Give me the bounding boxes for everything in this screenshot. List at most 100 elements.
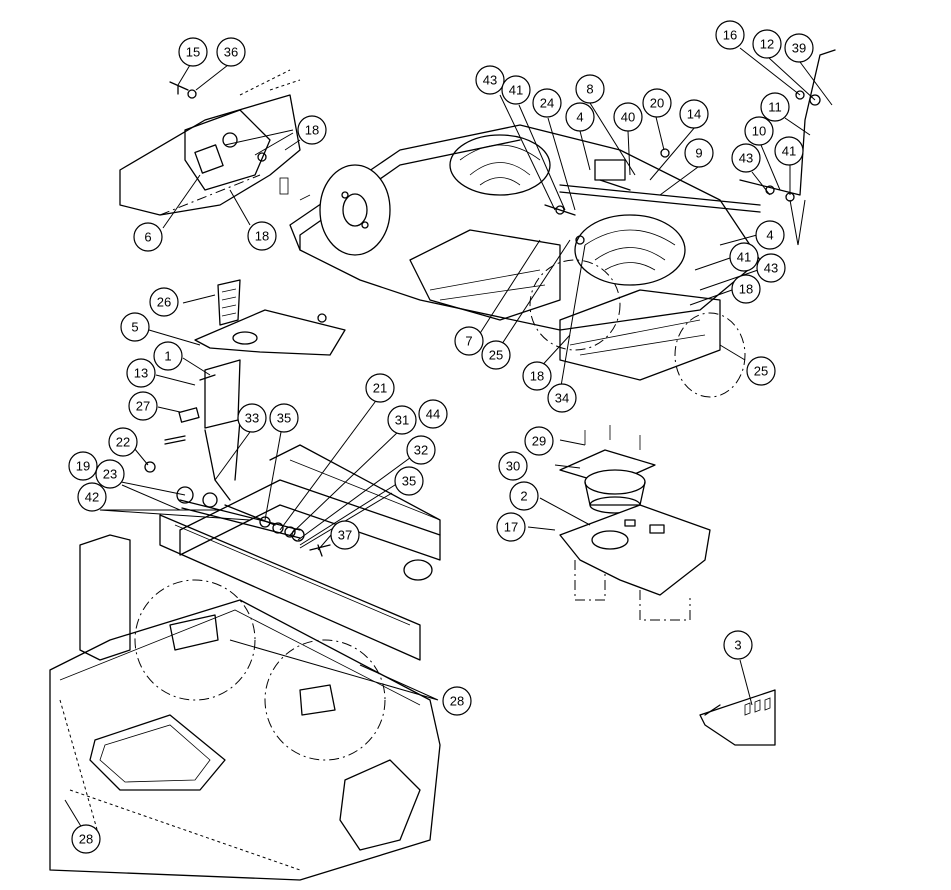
- callout: 7: [454, 326, 484, 356]
- svg-text:13: 13: [134, 366, 148, 381]
- callout: 12: [752, 29, 782, 59]
- svg-text:24: 24: [540, 96, 554, 111]
- callout: 34: [547, 383, 577, 413]
- svg-text:14: 14: [687, 107, 701, 122]
- svg-text:12: 12: [760, 37, 774, 52]
- callout: 35: [394, 466, 424, 496]
- svg-text:30: 30: [506, 459, 520, 474]
- svg-text:41: 41: [737, 250, 751, 265]
- callout: 23: [95, 459, 125, 489]
- callout: 18: [297, 115, 327, 145]
- callout: 9: [684, 138, 714, 168]
- svg-text:18: 18: [530, 369, 544, 384]
- svg-text:22: 22: [116, 435, 130, 450]
- svg-text:17: 17: [504, 520, 518, 535]
- svg-text:31: 31: [395, 413, 409, 428]
- svg-text:15: 15: [186, 45, 200, 60]
- svg-text:10: 10: [752, 124, 766, 139]
- svg-text:41: 41: [509, 83, 523, 98]
- svg-text:2: 2: [520, 489, 527, 504]
- callout: 41: [501, 75, 531, 105]
- callout: 44: [418, 399, 448, 429]
- callout: 28: [71, 824, 101, 854]
- callout: 24: [532, 88, 562, 118]
- callout: 1: [153, 341, 183, 371]
- callout: 19: [68, 451, 98, 481]
- svg-text:4: 4: [766, 228, 773, 243]
- callout: 8: [575, 74, 605, 104]
- callout: 6: [133, 222, 163, 252]
- svg-text:28: 28: [450, 694, 464, 709]
- callout: 18: [731, 274, 761, 304]
- callout: 25: [481, 340, 511, 370]
- callout: 18: [522, 361, 552, 391]
- svg-text:44: 44: [426, 407, 440, 422]
- svg-text:43: 43: [739, 151, 753, 166]
- callout: 41: [774, 136, 804, 166]
- callout: 33: [237, 403, 267, 433]
- svg-text:40: 40: [621, 110, 635, 125]
- callout: 37: [330, 520, 360, 550]
- callout: 11: [760, 92, 790, 122]
- mount-bracket: [559, 425, 711, 621]
- callout: 15: [178, 37, 208, 67]
- callout: 10: [744, 116, 774, 146]
- callout: 25: [746, 356, 776, 386]
- svg-text:16: 16: [723, 28, 737, 43]
- frame-rails: [79, 444, 441, 661]
- svg-text:36: 36: [224, 45, 238, 60]
- callout: 2: [509, 481, 539, 511]
- svg-text:20: 20: [650, 96, 664, 111]
- callout: 30: [498, 451, 528, 481]
- svg-text:42: 42: [85, 490, 99, 505]
- callout: 39: [784, 33, 814, 63]
- svg-text:35: 35: [402, 474, 416, 489]
- decal-plate: [699, 689, 776, 746]
- callout: 36: [216, 37, 246, 67]
- svg-text:21: 21: [373, 381, 387, 396]
- callout: 16: [715, 20, 745, 50]
- callout: 43: [731, 143, 761, 173]
- svg-text:3: 3: [734, 638, 741, 653]
- svg-text:39: 39: [792, 41, 806, 56]
- svg-text:34: 34: [555, 391, 569, 406]
- svg-text:43: 43: [483, 73, 497, 88]
- callouts: 15 36 18 6 18 26 5 1 13 27 22 19 23 42 3…: [68, 20, 814, 854]
- callout: 35: [269, 403, 299, 433]
- pedal-linkage: [144, 279, 346, 557]
- callout: 20: [642, 88, 672, 118]
- callout: 4: [755, 220, 785, 250]
- svg-text:18: 18: [305, 123, 319, 138]
- svg-text:28: 28: [79, 832, 93, 847]
- svg-text:7: 7: [465, 334, 472, 349]
- callout: 43: [475, 65, 505, 95]
- callout: 28: [442, 686, 472, 716]
- svg-text:25: 25: [489, 348, 503, 363]
- callout: 4: [565, 102, 595, 132]
- callout: 21: [365, 373, 395, 403]
- svg-text:18: 18: [739, 282, 753, 297]
- callout: 17: [496, 512, 526, 542]
- svg-text:11: 11: [768, 100, 782, 115]
- svg-text:5: 5: [131, 320, 138, 335]
- svg-text:27: 27: [136, 399, 150, 414]
- svg-text:26: 26: [157, 295, 171, 310]
- svg-text:43: 43: [764, 261, 778, 276]
- svg-text:6: 6: [144, 230, 151, 245]
- svg-text:9: 9: [695, 146, 702, 161]
- callout: 13: [126, 358, 156, 388]
- svg-text:41: 41: [782, 144, 796, 159]
- transmission-assembly: [289, 49, 836, 398]
- svg-text:35: 35: [277, 411, 291, 426]
- callout: 42: [77, 482, 107, 512]
- svg-text:33: 33: [245, 411, 259, 426]
- svg-text:1: 1: [164, 349, 171, 364]
- svg-text:32: 32: [414, 443, 428, 458]
- svg-text:23: 23: [103, 467, 117, 482]
- callout: 43: [756, 253, 786, 283]
- callout: 22: [108, 427, 138, 457]
- svg-text:19: 19: [76, 459, 90, 474]
- callout: 40: [613, 102, 643, 132]
- callout: 31: [387, 405, 417, 435]
- svg-text:25: 25: [754, 364, 768, 379]
